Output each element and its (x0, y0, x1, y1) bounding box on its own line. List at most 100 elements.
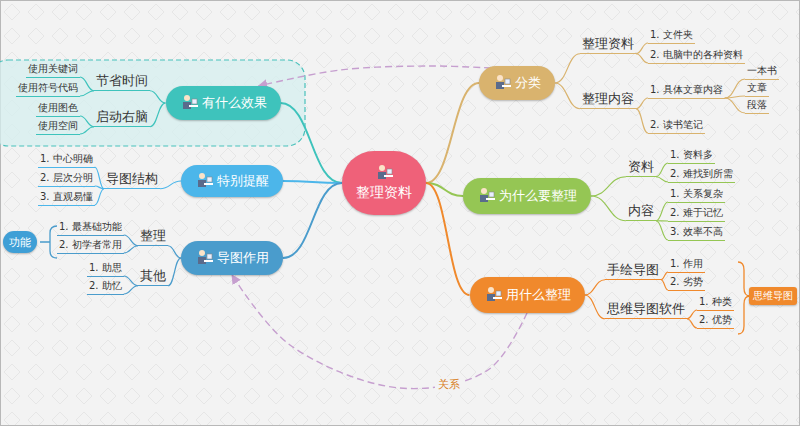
branch-line (281, 103, 343, 183)
subtopic-text: 1. 作用 (668, 258, 705, 273)
icon-board (496, 291, 501, 296)
topic-text: 3. 效率不高 (670, 226, 723, 237)
branch-line (656, 221, 668, 240)
subtopic-text: 1. 中心明确 (38, 153, 95, 168)
icon-desk (486, 198, 495, 200)
topic-text: 2. 助忆 (89, 280, 122, 291)
summary-bracket (40, 226, 57, 258)
person-icon (375, 164, 393, 182)
icon-head (488, 287, 494, 293)
subtopic-text: 2. 初学者常用 (57, 239, 124, 254)
branch-line (585, 280, 606, 295)
topic-pill: 特别提醒 (181, 165, 283, 197)
subtopic-text: 3. 效率不高 (668, 226, 725, 241)
topic-text: 2. 电脑中的各种资料 (650, 49, 743, 60)
central-topic: 整理资料 (342, 151, 426, 215)
topic-text: 1. 中心明确 (40, 153, 93, 164)
icon-desk (204, 183, 213, 185)
branch-line (636, 98, 648, 109)
icon-desk (502, 85, 511, 87)
branch-line (555, 54, 580, 83)
topic-text: 整理资料 (582, 36, 634, 51)
topic-text: 思维导图 (753, 289, 793, 303)
branch-line (283, 183, 342, 258)
subtopic-text: 1. 最基础功能 (57, 221, 124, 236)
icon-desk (204, 260, 213, 262)
subtopic-text: 整理资料 (580, 36, 636, 54)
branch-line (80, 116, 94, 127)
icon-board (207, 254, 212, 259)
subtopic-text: 导图结构 (104, 171, 160, 189)
subtopic-text: 其他 (138, 268, 168, 286)
topic-text: 2. 层次分明 (40, 172, 93, 183)
subtopic-text: 思维导图软件 (605, 301, 687, 319)
branch-line (124, 235, 138, 246)
subtopic-text: 文章 (745, 82, 769, 97)
topic-text: 段落 (747, 99, 767, 110)
topic-text: 使用关键词 (28, 63, 78, 74)
person-icon (493, 74, 511, 92)
relation-arrow (259, 66, 492, 86)
topic-text: 其他 (140, 268, 166, 283)
topic-text: 整理 (140, 228, 166, 243)
topic-text: 2. 初学者常用 (59, 239, 122, 250)
topic-pill: 为什么要整理 (463, 178, 591, 214)
topic-pill: 分类 (479, 66, 555, 100)
topic-text: 为什么要整理 (499, 187, 577, 205)
topic-pill: 用什么整理 (470, 277, 585, 313)
topic-pill: 思维导图 (749, 287, 797, 305)
branch-line (591, 177, 626, 196)
branch-line (636, 43, 648, 54)
icon-desk (384, 175, 393, 177)
branch-line (168, 258, 181, 286)
topic-text: 1. 文件夹 (650, 29, 693, 40)
branch-line (95, 167, 104, 189)
branch-line (95, 189, 104, 205)
branch-line (80, 91, 94, 96)
subtopic-text: 3. 直观易懂 (38, 191, 95, 206)
icon-desk (493, 297, 502, 299)
subtopic-text: 1. 种类 (697, 296, 734, 311)
topic-text: 特别提醒 (217, 172, 269, 190)
topic-text: 手绘导图 (607, 262, 659, 277)
branch-line (95, 186, 104, 189)
subtopic-text: 使用关键词 (26, 63, 80, 78)
subtopic-text: 资料 (626, 159, 656, 177)
subtopic-text: 2. 劣势 (668, 276, 705, 291)
icon-board (489, 192, 494, 197)
subtopic-text: 使用符号代码 (16, 82, 80, 97)
subtopic-text: 1. 资料多 (668, 149, 715, 164)
topic-text: 分类 (515, 74, 541, 92)
subtopic-text: 节省时间 (94, 73, 150, 91)
branch-line (687, 310, 697, 319)
topic-pill: 功能 (3, 231, 37, 253)
topic-text: 使用空间 (38, 120, 78, 131)
topic-text: 3. 直观易懂 (40, 191, 93, 202)
branch-line (426, 83, 479, 183)
branch-line (591, 196, 626, 221)
subtopic-text: 1. 具体文章内容 (648, 84, 725, 99)
icon-board (387, 169, 392, 174)
branch-line (150, 91, 166, 103)
topic-text: 1. 作用 (670, 258, 703, 269)
branch-line (80, 127, 94, 134)
topic-text: 1. 关系复杂 (670, 188, 723, 199)
branch-line (124, 246, 138, 253)
topic-text: 1. 资料多 (670, 149, 713, 160)
branch-line (687, 319, 697, 328)
subtopic-text: 2. 优势 (697, 314, 734, 329)
icon-head (184, 95, 190, 101)
subtopic-text: 一本书 (745, 65, 779, 80)
topic-text: 导图结构 (106, 171, 158, 186)
topic-text: 2. 难于记忆 (670, 207, 723, 218)
branch-line (656, 163, 668, 177)
branch-line (124, 286, 138, 294)
branch-line (636, 109, 648, 133)
icon-head (481, 188, 487, 194)
topic-text: 2. 优势 (699, 314, 732, 325)
topic-text: 整理资料 (356, 184, 412, 202)
subtopic-text: 2. 层次分明 (38, 172, 95, 187)
subtopic-text: 使用图色 (36, 102, 80, 117)
topic-text: 导图作用 (217, 249, 269, 267)
